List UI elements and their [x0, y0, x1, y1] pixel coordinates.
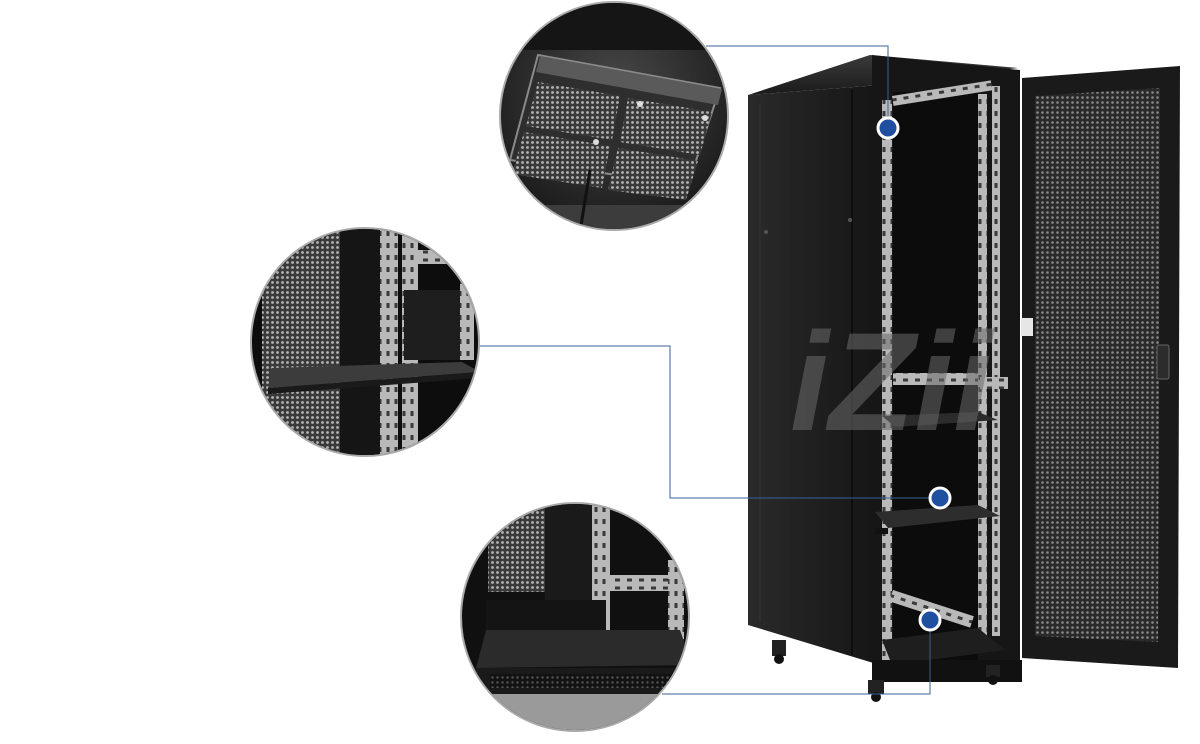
marker-dot-roof: [876, 116, 900, 140]
brand-logo-watermark: iZii: [790, 303, 995, 460]
detail-bubble-roof-fan: [499, 1, 729, 231]
server-cabinet: [748, 55, 1180, 702]
marker-dot-shelf: [928, 486, 952, 510]
detail-bubble-fixed-shelf: [250, 227, 480, 457]
callout-markers: [876, 116, 952, 632]
callout-leader-lines: [478, 45, 940, 695]
logo-text: iZii: [790, 303, 995, 460]
marker-dot-base: [918, 608, 942, 632]
detail-bubble-base-plinth: [460, 502, 690, 732]
